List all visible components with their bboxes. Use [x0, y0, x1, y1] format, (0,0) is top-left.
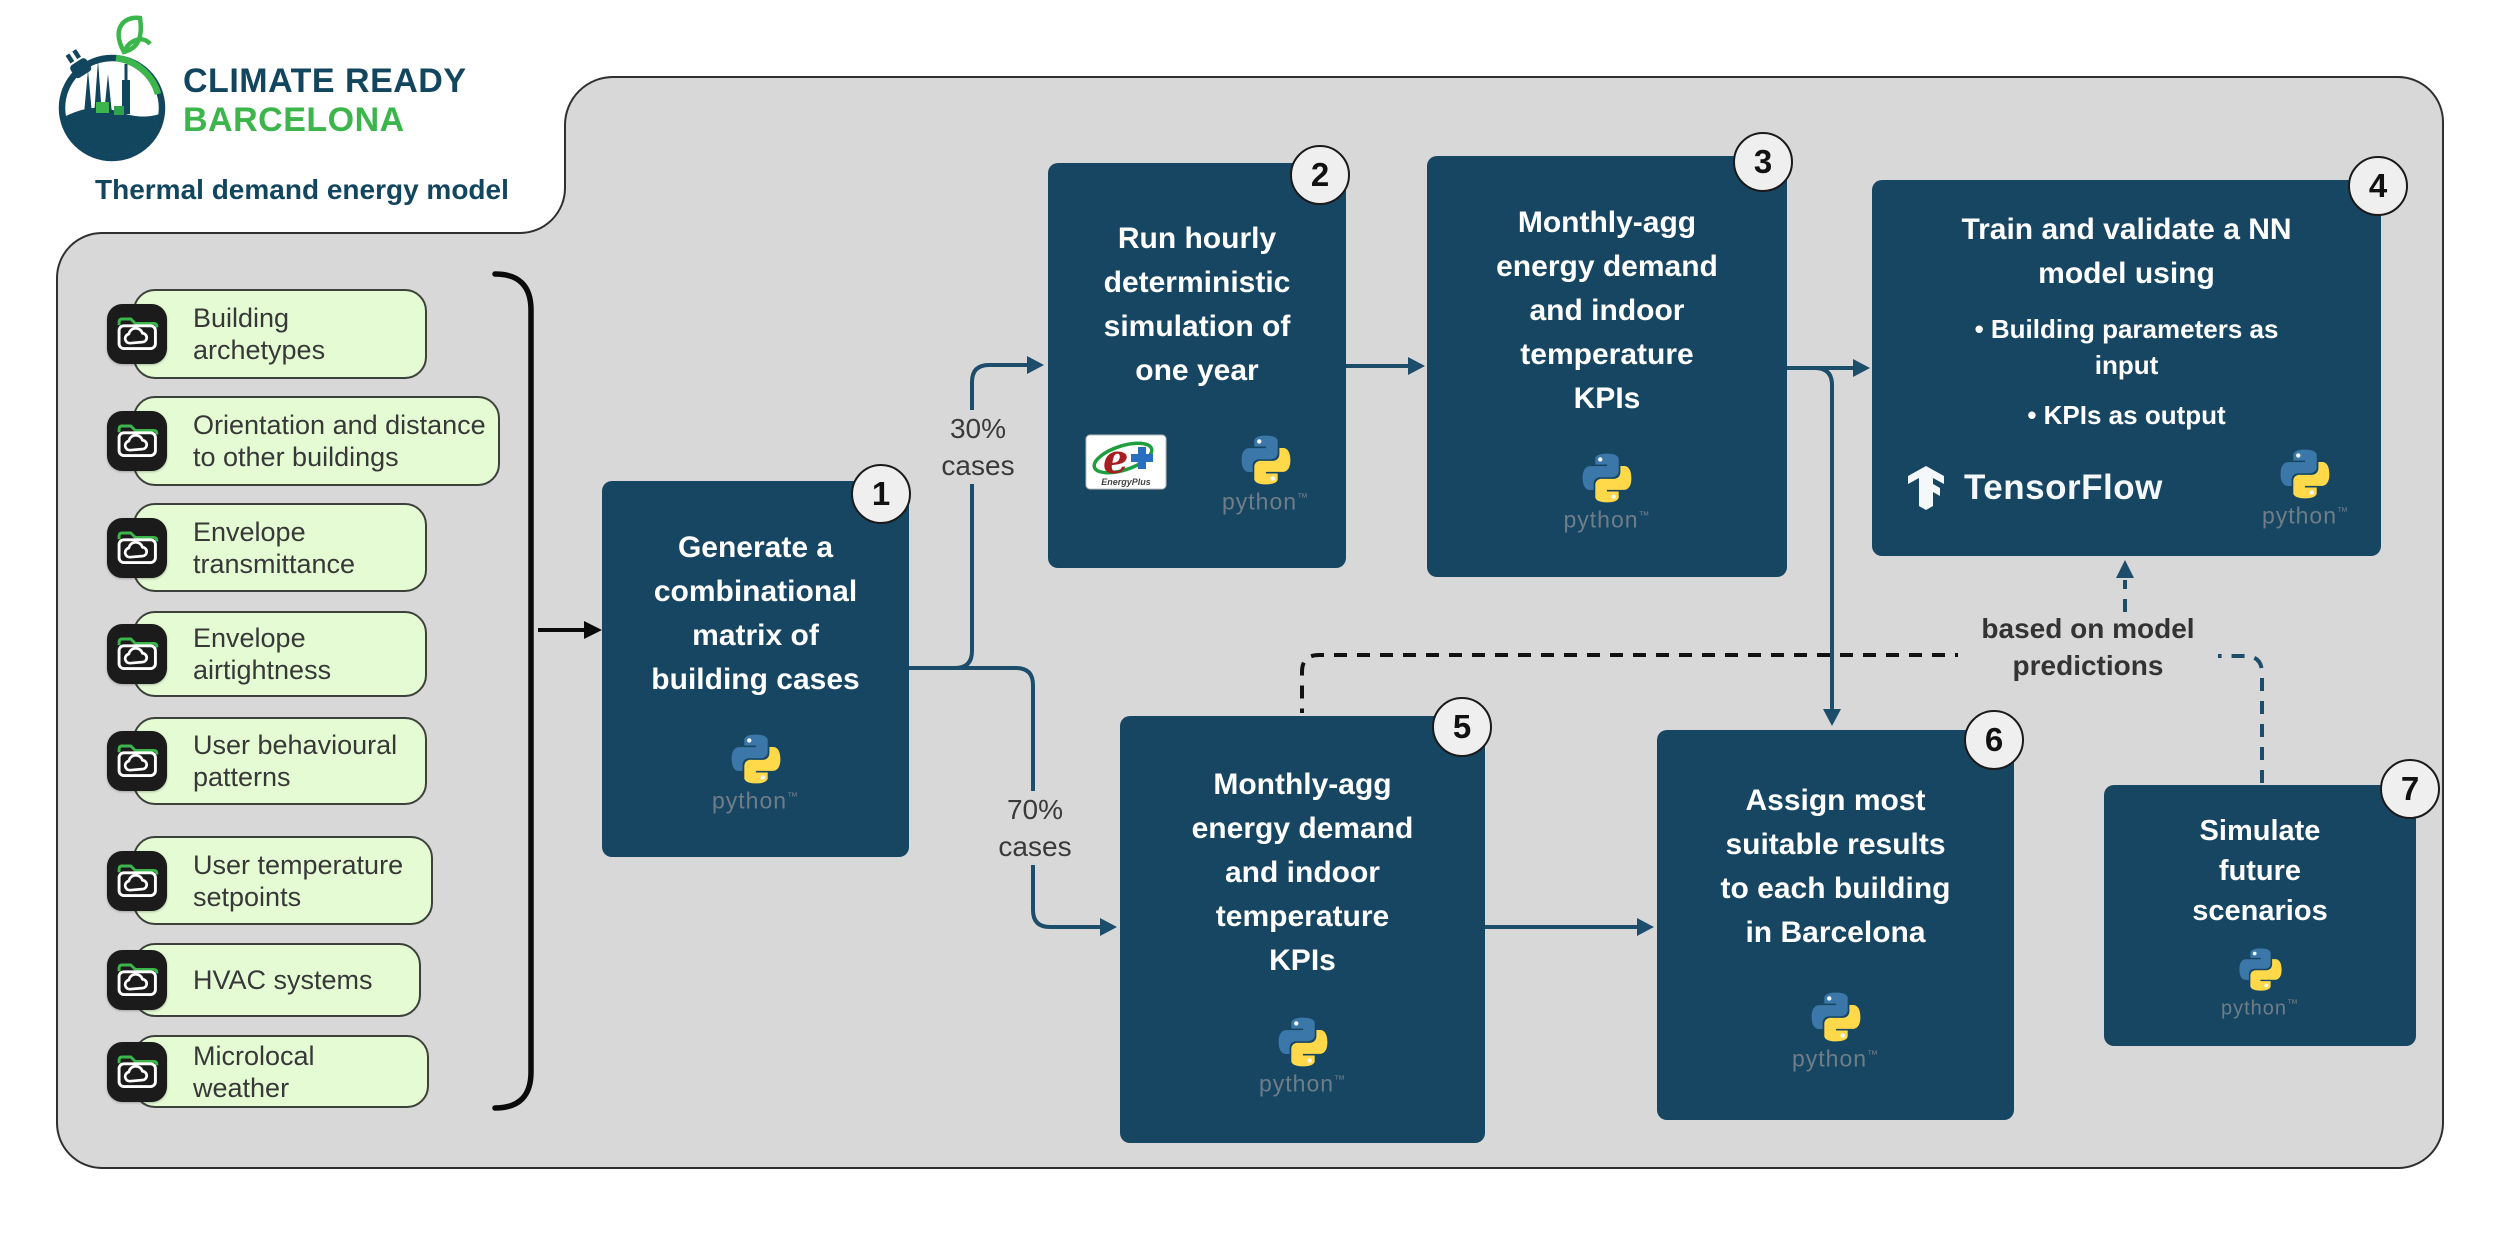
python-icon	[1240, 434, 1292, 486]
step-2-box: Run hourly deterministic simulation of o…	[1048, 163, 1346, 568]
feedback-label: based on model predictions	[1958, 610, 2218, 684]
python-logo: python™	[1222, 434, 1309, 514]
folder-icon	[106, 1041, 168, 1103]
tensorflow-logo: TensorFlow	[1904, 464, 2163, 512]
input-pill-label: User behavioural patterns	[133, 717, 427, 805]
step-7-text: Simulate future scenarios	[2192, 814, 2328, 927]
folder-icon	[106, 623, 168, 685]
input-pill-label: Building archetypes	[133, 289, 427, 379]
folder-icon	[106, 730, 168, 792]
step-6-box: Assign most suitable results to each bui…	[1657, 730, 2014, 1120]
python-logo: python™	[1259, 1016, 1346, 1096]
input-envelope-transmittance: Envelope transmittance	[106, 503, 427, 592]
dashed-feedback-to-step5	[1300, 653, 1968, 713]
tensorflow-wordmark: TensorFlow	[1964, 467, 2163, 507]
python-wordmark: python™	[1563, 506, 1651, 533]
step-4-badge: 4	[2348, 156, 2408, 216]
step-5-box: Monthly-agg energy demand and indoor tem…	[1120, 716, 1485, 1143]
plug-icon	[65, 49, 92, 79]
step-6-text: Assign most suitable results to each bui…	[1720, 784, 1951, 950]
python-logo: python™	[2221, 947, 2299, 1021]
python-logo: python™	[711, 733, 800, 814]
step-3-text: Monthly-agg energy demand and indoor tem…	[1496, 206, 1718, 416]
folder-icon	[106, 303, 168, 365]
input-pill-label: User temperature setpoints	[133, 836, 433, 925]
input-bracket	[492, 271, 534, 1111]
input-pill-label: HVAC systems	[133, 943, 421, 1017]
folder-icon	[106, 410, 168, 472]
python-wordmark: python™	[711, 787, 800, 814]
step-5-badge: 5	[1432, 697, 1492, 757]
arrow-step3-to-step6	[1813, 366, 1834, 710]
step-4-title: Train and validate a NN model using	[1961, 213, 2292, 291]
python-logo: python™	[2262, 448, 2349, 528]
python-icon	[1277, 1016, 1329, 1068]
step-4-bullet-1: • Building parameters as input	[1974, 313, 2279, 380]
climate-ready-barcelona-logo	[58, 15, 166, 162]
dashed-step7-feedback	[2212, 654, 2264, 783]
logo-title-line2: BARCELONA	[183, 101, 405, 139]
step-3-badge: 3	[1733, 132, 1793, 192]
python-logo: python™	[1563, 452, 1650, 532]
input-building-archetypes: Building archetypes	[106, 289, 427, 379]
step-1-badge: 1	[851, 464, 911, 524]
python-icon	[2238, 947, 2283, 992]
step-6-badge: 6	[1964, 710, 2024, 770]
python-wordmark: python™	[1258, 1070, 1347, 1097]
energyplus-logo	[1085, 434, 1167, 490]
python-icon	[2279, 448, 2331, 500]
input-pill-label: Envelope airtightness	[133, 611, 427, 697]
folder-icon	[106, 949, 168, 1011]
input-user-behavioural-patterns: User behavioural patterns	[106, 717, 427, 805]
step-5-text: Monthly-agg energy demand and indoor tem…	[1191, 768, 1414, 978]
input-pill-label: Envelope transmittance	[133, 503, 427, 592]
input-envelope-airtightness: Envelope airtightness	[106, 611, 427, 697]
step-3-box: Monthly-agg energy demand and indoor tem…	[1427, 156, 1787, 577]
branch-30-label: 30% cases	[908, 410, 1048, 484]
python-icon	[1810, 991, 1862, 1043]
input-microlocal-weather: Microlocal weather	[106, 1035, 429, 1108]
step-1-box: Generate a combinational matrix of build…	[602, 481, 909, 857]
folder-icon	[106, 517, 168, 579]
branch-70-label: 70% cases	[965, 791, 1105, 865]
diagram-subtitle: Thermal demand energy model	[95, 174, 509, 205]
input-orientation-distance: Orientation and distance to other buildi…	[106, 396, 500, 486]
python-wordmark: python™	[2220, 997, 2300, 1020]
step-2-text: Run hourly deterministic simulation of o…	[1103, 222, 1291, 388]
python-wordmark: python™	[1791, 1045, 1880, 1072]
step-7-box: Simulate future scenarios python™	[2104, 785, 2416, 1046]
step-4-bullet-2: • KPIs as output	[2027, 400, 2226, 431]
step-2-badge: 2	[1290, 145, 1350, 205]
python-wordmark: python™	[2261, 502, 2349, 529]
input-pill-label: Orientation and distance to other buildi…	[133, 396, 500, 486]
logo-title-line1: CLIMATE READY	[183, 62, 467, 100]
python-icon	[730, 733, 782, 785]
folder-icon	[106, 850, 168, 912]
step-7-badge: 7	[2380, 759, 2440, 819]
tensorflow-icon	[1904, 464, 1948, 512]
python-wordmark: python™	[1221, 488, 1310, 515]
logo-title: CLIMATE READY BARCELONA	[183, 62, 467, 140]
input-user-temperature-setpoints: User temperature setpoints	[106, 836, 433, 925]
python-logo: python™	[1792, 991, 1879, 1071]
input-hvac-systems: HVAC systems	[106, 943, 421, 1017]
python-icon	[1581, 452, 1633, 504]
step-1-text: Generate a combinational matrix of build…	[651, 530, 860, 696]
input-pill-label: Microlocal weather	[133, 1035, 429, 1108]
step-4-box: Train and validate a NN model using • Bu…	[1872, 180, 2381, 556]
